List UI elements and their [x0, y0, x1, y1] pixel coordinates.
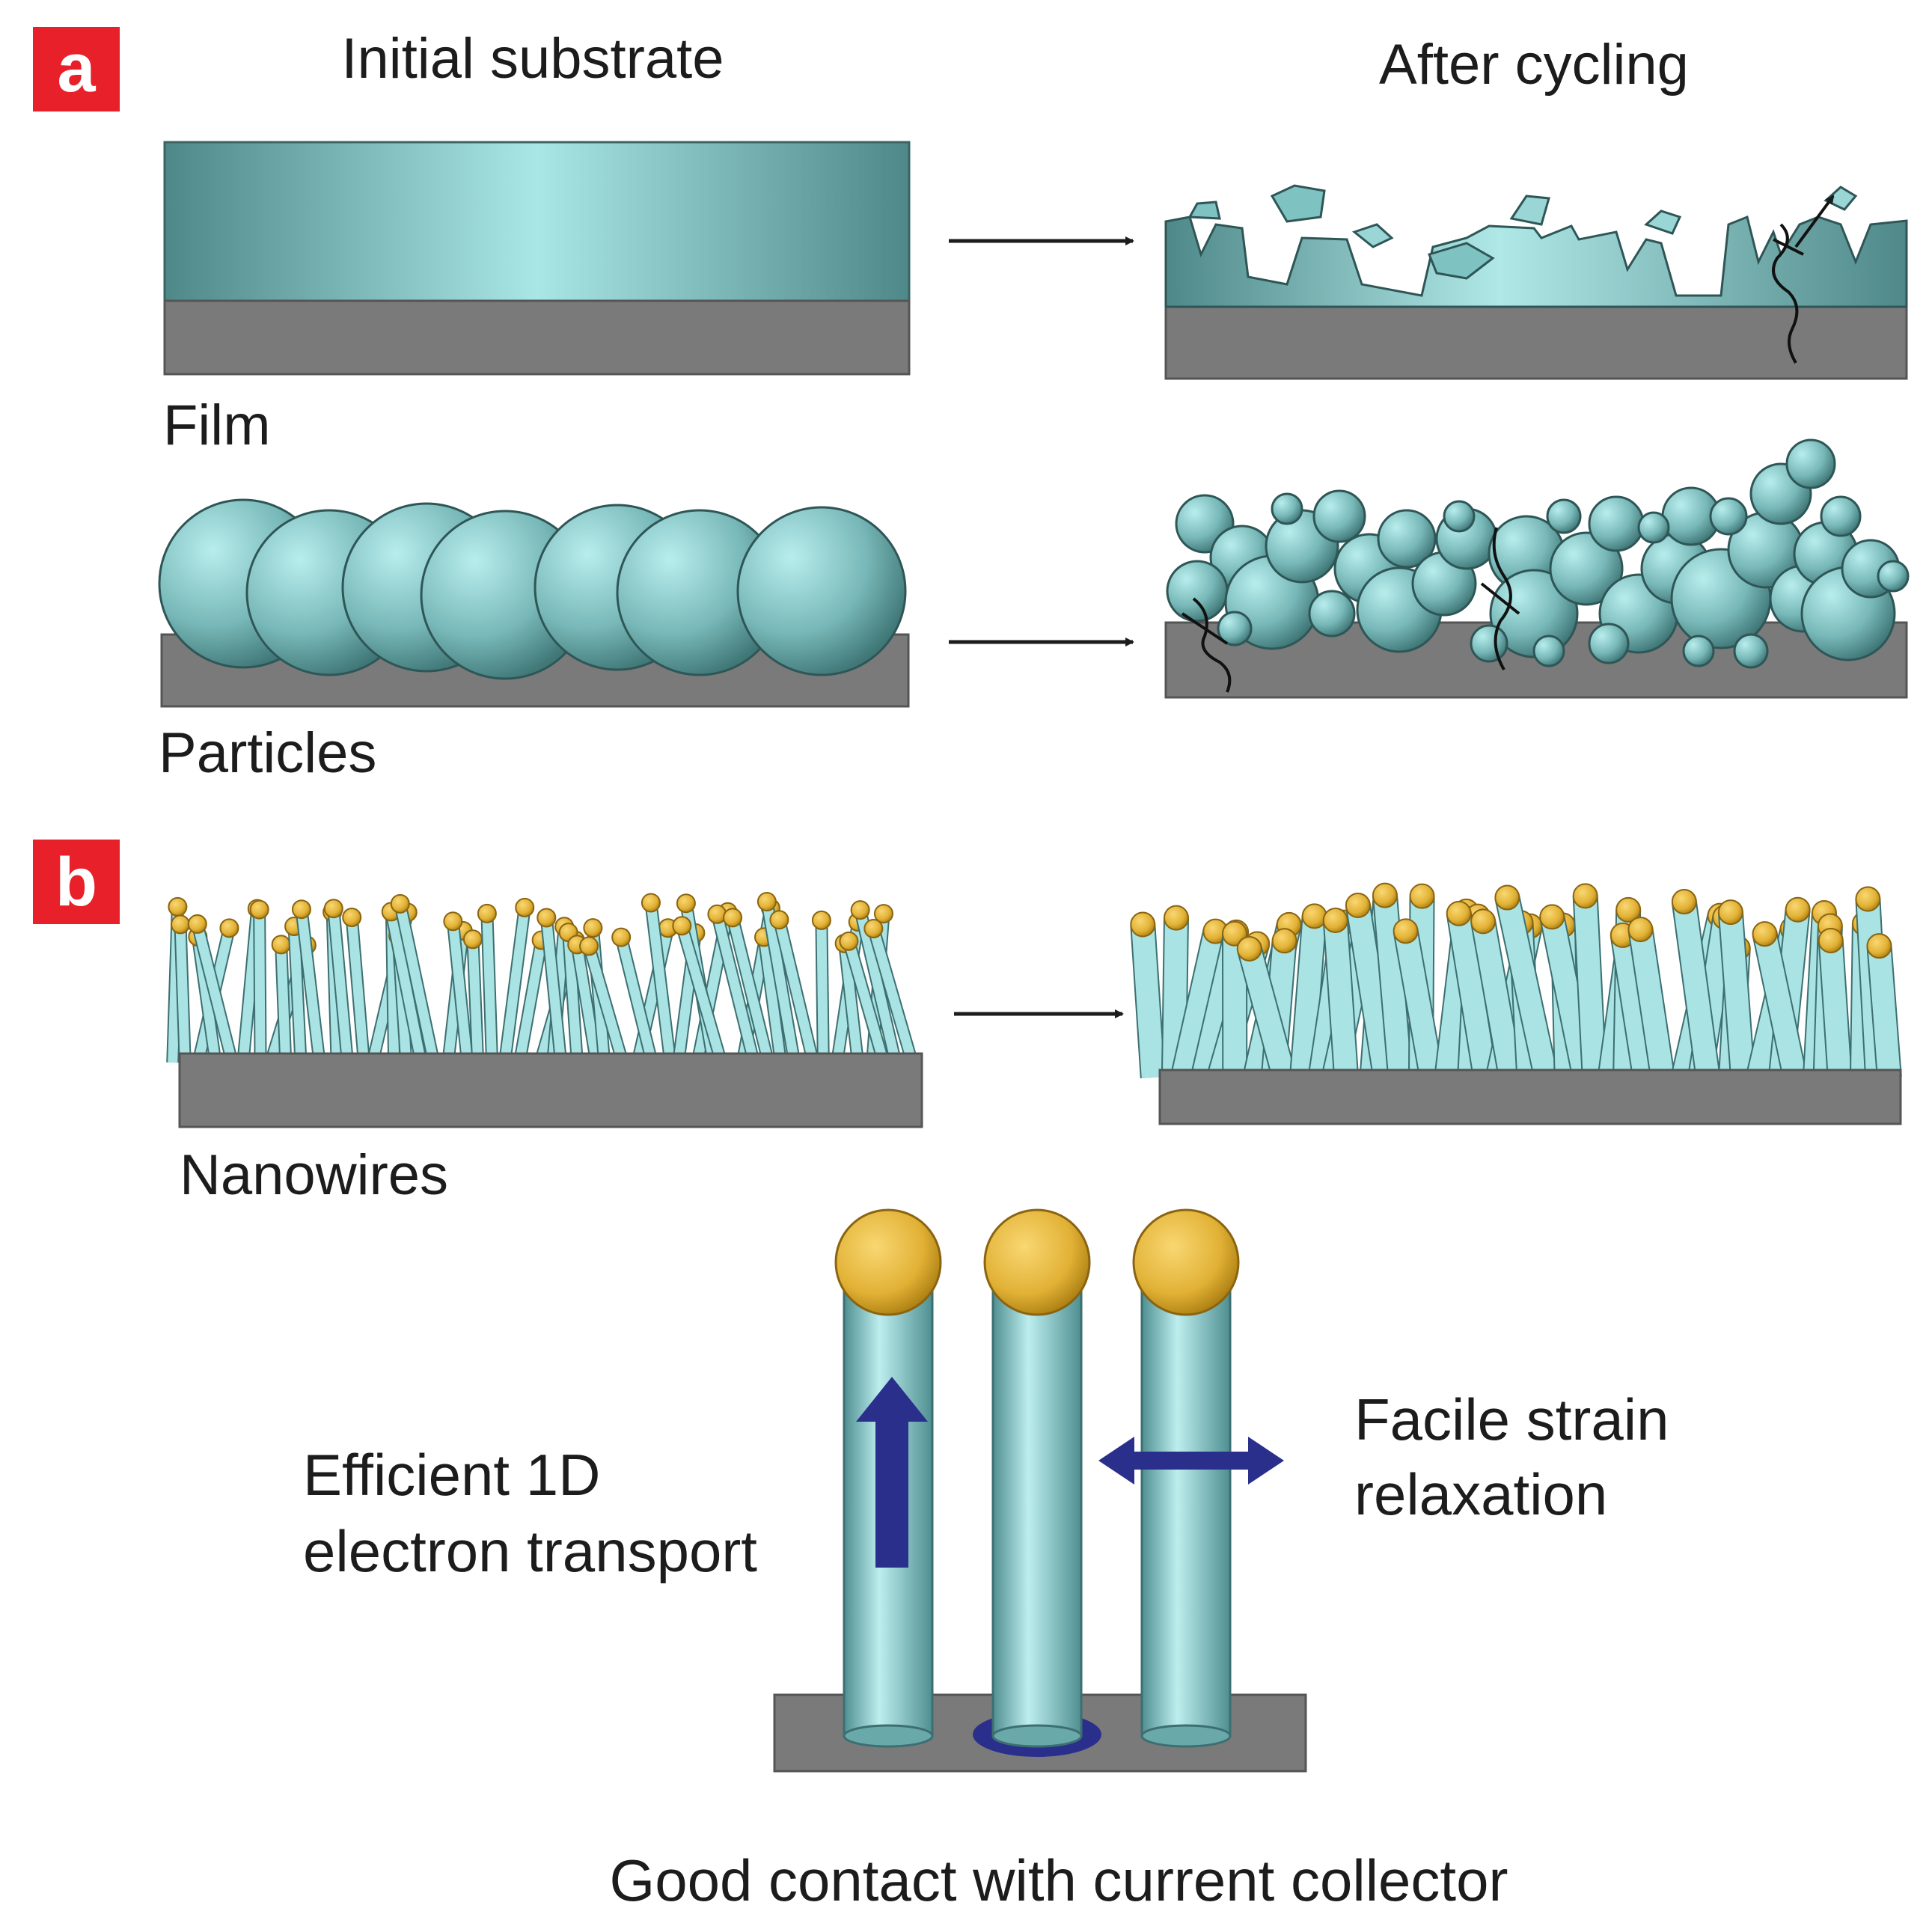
nanowires-after-cycling [1130, 882, 1902, 1125]
closeup-wire-right [1132, 1208, 1240, 1748]
closeup-wire-middle [983, 1208, 1091, 1748]
particles-after-cycling [1164, 438, 1910, 699]
nanowires-label: Nanowires [180, 1143, 448, 1207]
efficient-1d-transport-label: Efficient 1D electron transport [303, 1442, 757, 1584]
column-title-initial-substrate: Initial substrate [341, 27, 724, 91]
panel-a-badge-letter: a [57, 30, 96, 106]
film-after-cycling [1164, 184, 1908, 380]
good-contact-label: Good contact with current collector [610, 1847, 1508, 1913]
electron-transport-arrow [856, 1377, 928, 1568]
panel-b-badge: b [33, 840, 120, 924]
column-title-after-cycling: After cycling [1379, 33, 1689, 97]
panel-b-badge-letter: b [55, 844, 97, 920]
panel-a: a Initial substrate After cycling Film [33, 27, 1910, 785]
strain-relaxation-arrow [1098, 1437, 1284, 1485]
nanowire-closeup [773, 1208, 1307, 1773]
panel-a-badge: a [33, 27, 120, 111]
nanowires-initial [166, 892, 923, 1128]
pulverized-fragments [1166, 438, 1910, 669]
particles-initial [158, 498, 910, 708]
panel-b: b Nanowires [33, 840, 1902, 1913]
film-initial [163, 141, 911, 376]
film-label: Film [163, 394, 271, 457]
particles-label: Particles [159, 721, 376, 785]
facile-strain-relaxation-label: Facile strain relaxation [1354, 1387, 1685, 1527]
